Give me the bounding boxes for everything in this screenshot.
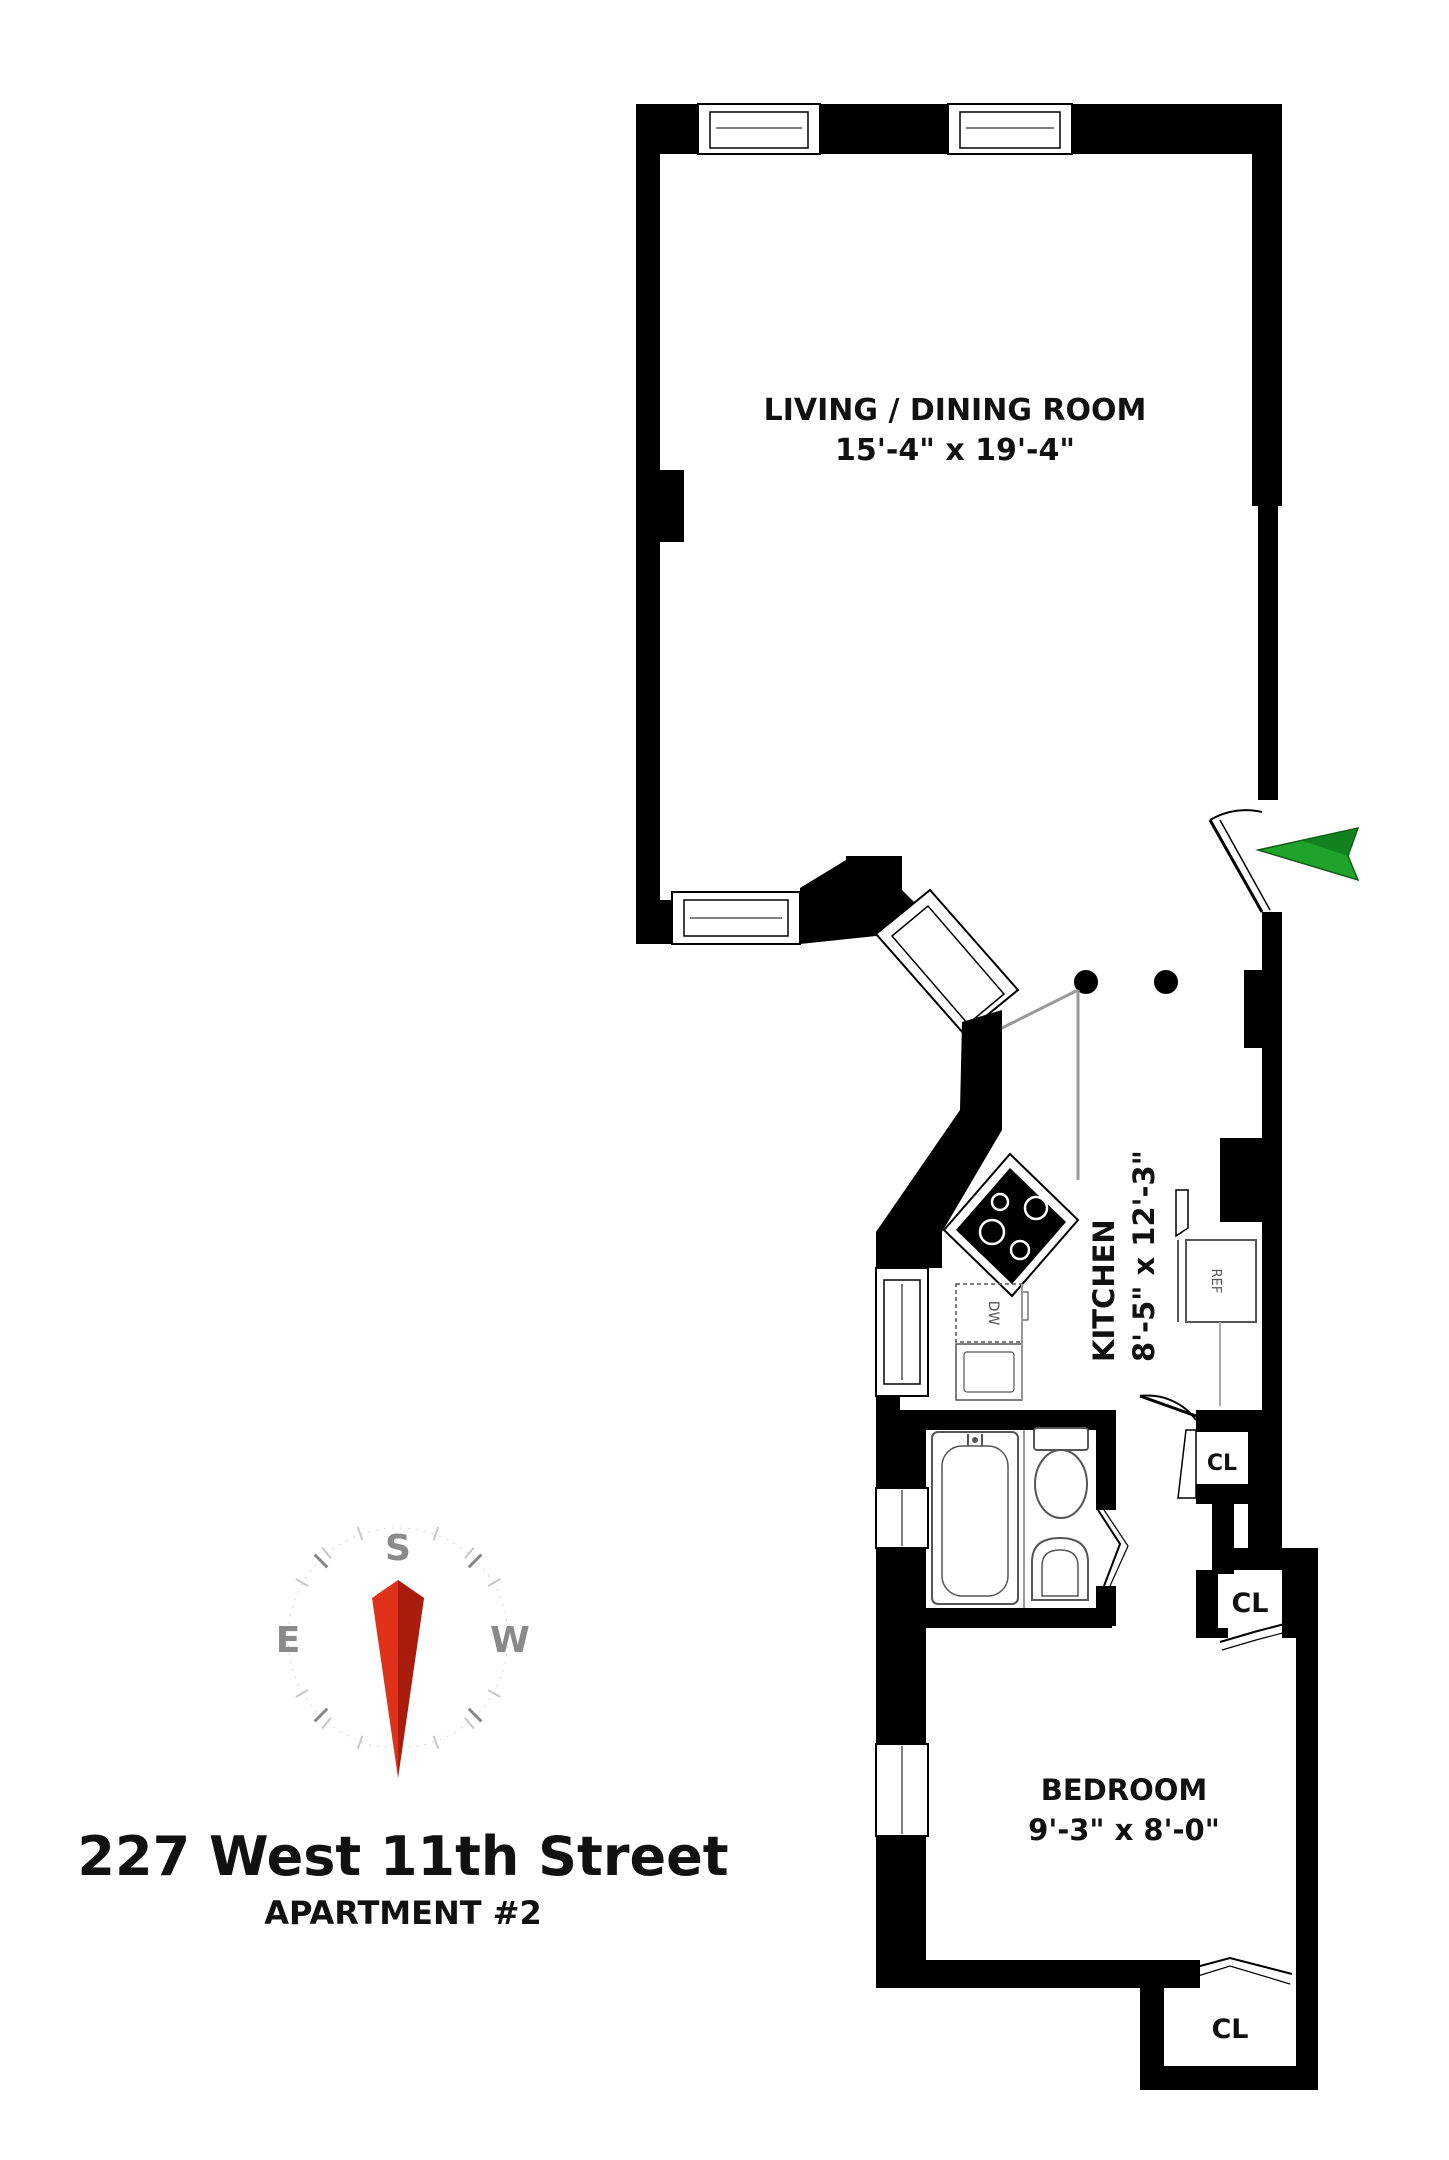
column bbox=[1154, 970, 1178, 994]
closet-label: CL bbox=[1231, 1588, 1268, 1619]
kitchen-size: 8'-5" x 12'-3" bbox=[1127, 1150, 1161, 1362]
toilet-icon bbox=[1033, 1427, 1089, 1519]
stove-icon bbox=[942, 1152, 1080, 1298]
compass-top-label: S bbox=[385, 1528, 411, 1569]
address-street: 227 West 11th Street bbox=[77, 1825, 728, 1888]
linen-closet-door bbox=[1097, 1509, 1129, 1587]
bathtub-icon bbox=[931, 1431, 1019, 1605]
bedroom-size: 9'-3" x 8'-0" bbox=[1028, 1813, 1220, 1847]
bedroom-window bbox=[875, 1743, 929, 1837]
living-bottom-window bbox=[671, 891, 801, 945]
living-angled-window bbox=[874, 888, 1020, 1036]
compass-left-label: E bbox=[276, 1620, 301, 1661]
bath-sink-icon bbox=[1031, 1536, 1089, 1601]
bedroom-name: BEDROOM bbox=[1041, 1773, 1207, 1807]
bath-window bbox=[875, 1487, 929, 1549]
dishwasher-label: DW bbox=[985, 1301, 1001, 1326]
dishwasher: DW bbox=[955, 1283, 1029, 1343]
sink-icon bbox=[955, 1343, 1023, 1401]
living-top-window-2 bbox=[947, 103, 1073, 155]
living-room-size: 15'-4" x 19'-4" bbox=[835, 433, 1075, 468]
address-unit: APARTMENT #2 bbox=[264, 1894, 542, 1932]
living-top-window-1 bbox=[697, 103, 821, 155]
bedroom-walls bbox=[876, 1504, 1318, 2090]
refrigerator: REF bbox=[1175, 1189, 1257, 1323]
kitchen-closet bbox=[1177, 1429, 1248, 1499]
refrigerator-label: REF bbox=[1208, 1269, 1223, 1294]
living-room-name: LIVING / DINING ROOM bbox=[764, 393, 1147, 428]
kitchen-window bbox=[875, 1267, 929, 1397]
kitchen-name: KITCHEN bbox=[1087, 1219, 1121, 1362]
closet-label: CL bbox=[1207, 1451, 1237, 1476]
closet-label: CL bbox=[1211, 2014, 1248, 2045]
living-room-walls bbox=[636, 104, 1282, 948]
compass-right-label: W bbox=[490, 1620, 530, 1661]
bedroom-closet-door-bottom bbox=[1169, 1956, 1293, 1985]
entry-door bbox=[1208, 809, 1271, 913]
column bbox=[1074, 970, 1098, 994]
bedroom-closet-door-top bbox=[1219, 1621, 1295, 1651]
bath-door bbox=[1139, 1394, 1197, 1421]
compass-icon: S E W bbox=[276, 1526, 530, 1778]
